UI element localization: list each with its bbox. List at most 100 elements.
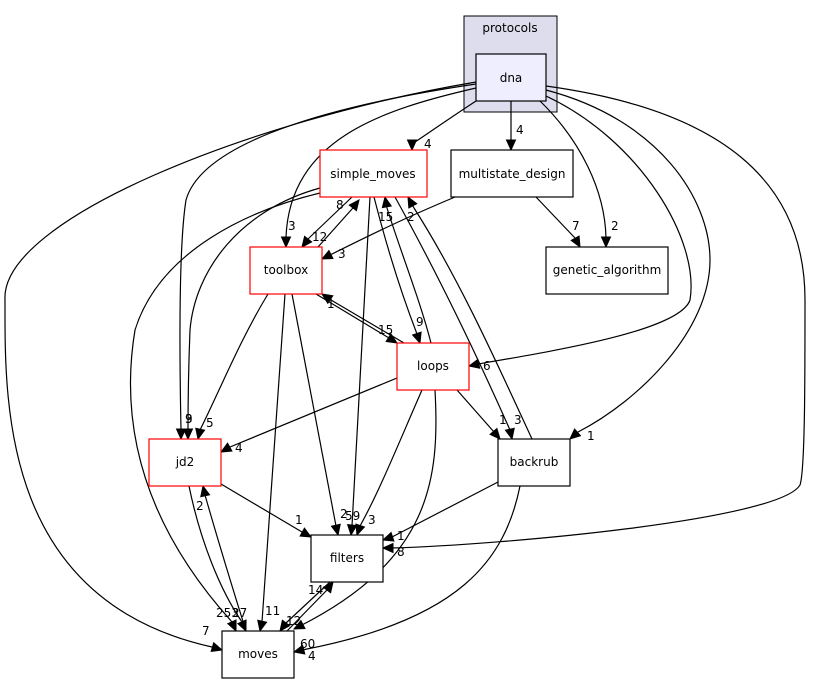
arrowhead-icon <box>195 427 206 441</box>
edge-toolbox-to-simple-moves[interactable]: 8 <box>317 198 360 248</box>
edge-label: 1 <box>587 429 595 443</box>
arrowhead-icon <box>504 427 515 441</box>
edge-moves-to-filters[interactable]: 14 <box>286 581 334 632</box>
edge-label: 7 <box>572 219 580 233</box>
arrowhead-icon <box>226 619 237 633</box>
arrowhead-icon <box>348 199 360 212</box>
edge-dna-to-jd2[interactable]: 3 <box>175 83 477 441</box>
node-simple-moves[interactable]: simple_moves <box>319 149 428 198</box>
node-loops-box <box>396 342 470 391</box>
edge-label: 1 <box>499 413 507 427</box>
arrowhead-icon <box>600 236 612 249</box>
node-filters-label: filters <box>330 551 364 565</box>
node-loops[interactable]: loops <box>396 342 470 391</box>
edge-dna-to-multistate-design[interactable]: 4 <box>505 101 524 152</box>
edge-simple-moves-to-jd2[interactable]: 9 <box>182 187 321 441</box>
node-jd2[interactable]: jd2 <box>148 438 222 487</box>
arrowhead-icon <box>467 358 481 369</box>
edge-line <box>187 187 321 431</box>
edge-label: 4 <box>308 649 316 663</box>
node-multistate-design[interactable]: multistate_design <box>450 149 574 198</box>
arrowhead-icon <box>570 235 581 249</box>
node-loops-label: loops <box>417 359 449 373</box>
edge-label: 15 <box>378 210 393 224</box>
node-genetic-algorithm[interactable]: genetic_algorithm <box>545 246 669 295</box>
edge-multistate-design-to-genetic-algorithm[interactable]: 7 <box>535 196 581 249</box>
edge-toolbox-to-jd2[interactable]: 5 <box>195 293 269 441</box>
arrowhead-icon <box>257 619 268 633</box>
arrowhead-icon <box>299 527 313 538</box>
edge-line <box>359 389 423 527</box>
edge-filters-to-moves[interactable]: 12 <box>279 581 331 632</box>
node-dna[interactable]: dna <box>475 53 547 102</box>
arrowhead-icon <box>320 249 334 260</box>
node-dna-box <box>475 53 547 102</box>
arrowhead-icon <box>569 428 582 440</box>
edge-loops-to-jd2[interactable]: 4 <box>219 377 398 455</box>
node-backrub-box <box>497 438 571 487</box>
edge-simple-moves-to-backrub[interactable]: 3 <box>394 196 522 441</box>
edge-jd2-to-filters[interactable]: 1 <box>220 483 313 538</box>
edge-loops-to-backrub[interactable]: 1 <box>456 389 507 440</box>
edge-line <box>391 85 806 549</box>
node-backrub[interactable]: backrub <box>497 438 571 487</box>
node-jd2-box <box>148 438 222 487</box>
edge-dna-to-toolbox[interactable]: 3 <box>280 87 477 249</box>
edge-line <box>301 485 521 651</box>
arrowhead-icon <box>320 293 334 305</box>
node-moves[interactable]: moves <box>221 630 295 679</box>
edge-label: 7 <box>202 624 210 638</box>
arrowhead-icon <box>322 581 334 594</box>
arrowhead-icon <box>175 428 187 441</box>
arrowhead-icon <box>280 236 292 249</box>
edge-line <box>129 192 321 623</box>
edge-toolbox-to-filters[interactable]: 2 <box>291 293 348 537</box>
edge-label: 12 <box>312 230 327 244</box>
edge-backrub-to-filters[interactable]: 1 <box>381 481 499 543</box>
edge-line <box>386 207 432 344</box>
edge-toolbox-to-moves[interactable]: 11 <box>257 293 286 633</box>
cluster-protocols-label: protocols <box>482 21 537 35</box>
node-jd2-label: jd2 <box>175 455 195 469</box>
edge-dna-to-genetic-algorithm[interactable]: 2 <box>539 100 619 249</box>
arrowhead-icon <box>505 139 517 152</box>
edge-label: 3 <box>514 413 522 427</box>
edge-line <box>477 95 692 365</box>
arrowhead-icon <box>182 428 194 441</box>
edge-label: 253 <box>216 606 239 620</box>
edge-simple-moves-to-toolbox[interactable]: 12 <box>301 196 353 248</box>
edge-label: 3 <box>338 247 346 261</box>
edge-loops-to-toolbox[interactable]: 1 <box>320 293 405 344</box>
edge-simple-moves-to-moves[interactable]: 253 <box>129 192 321 633</box>
node-simple-moves-box <box>319 149 428 198</box>
arrowhead-icon <box>406 139 418 152</box>
node-dna-label: dna <box>500 71 523 85</box>
node-toolbox-label: toolbox <box>264 263 308 277</box>
edge-label: 11 <box>265 604 280 618</box>
arrowhead-icon <box>489 427 501 440</box>
edge-line <box>220 483 303 533</box>
edge-simple-moves-to-filters[interactable]: 59 <box>345 196 371 537</box>
edge-label: 5 <box>206 416 214 430</box>
edge-dna-to-moves[interactable]: 7 <box>4 81 477 653</box>
arrowhead-icon <box>381 531 395 542</box>
edge-dna-to-backrub[interactable]: 1 <box>545 89 711 443</box>
edge-loops-to-filters[interactable]: 3 <box>355 389 423 537</box>
edge-label: 4 <box>424 137 432 151</box>
edge-dna-to-loops[interactable]: 6 <box>467 95 692 373</box>
edge-label: 2 <box>407 210 415 224</box>
arrowhead-icon <box>292 619 306 630</box>
edge-dna-to-simple-moves[interactable]: 4 <box>406 100 477 152</box>
edge-moves-to-jd2[interactable]: 2 <box>196 484 247 632</box>
edge-line <box>411 100 477 145</box>
edge-dna-to-filters[interactable]: 8 <box>381 85 806 559</box>
edge-simple-moves-to-loops[interactable]: 9 <box>373 196 424 345</box>
arrowhead-icon <box>292 644 306 655</box>
edge-loops-to-simple-moves[interactable]: 15 <box>378 195 432 344</box>
node-moves-label: moves <box>238 647 278 661</box>
edge-backrub-to-moves[interactable]: 4 <box>292 485 521 663</box>
node-toolbox[interactable]: toolbox <box>249 246 323 295</box>
node-filters[interactable]: filters <box>310 534 384 583</box>
edge-backrub-to-simple-moves[interactable]: 2 <box>407 195 533 440</box>
edge-loops-to-moves[interactable]: 60 <box>292 389 437 651</box>
